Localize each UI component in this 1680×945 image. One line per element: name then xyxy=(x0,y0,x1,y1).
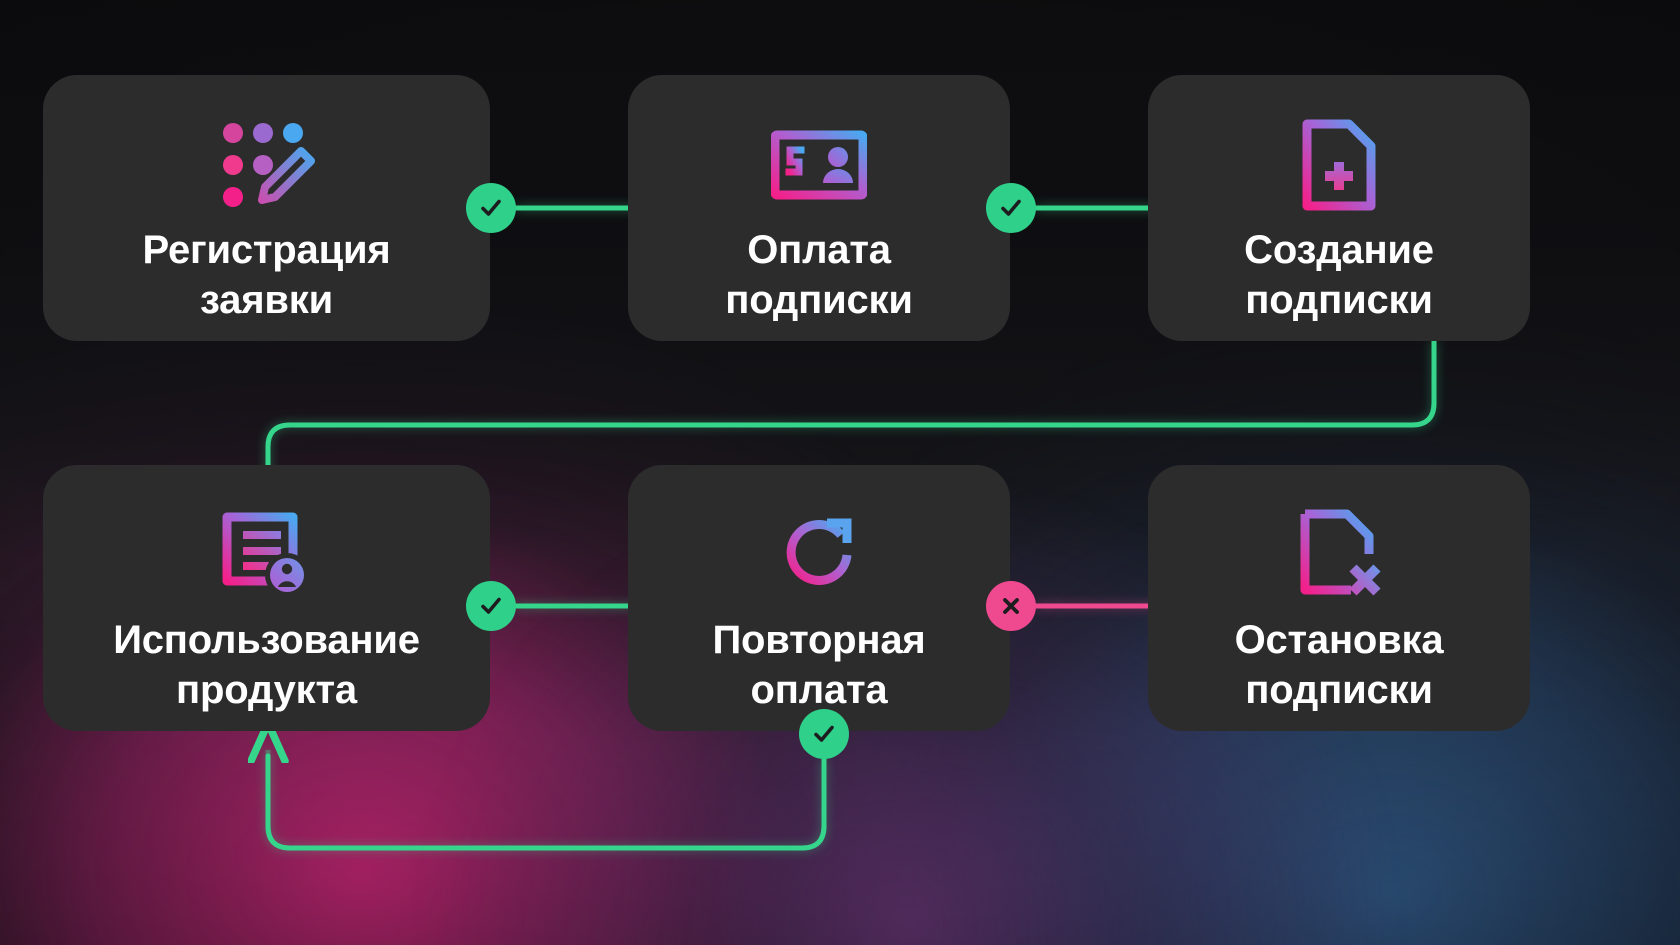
check-icon xyxy=(481,199,501,216)
document-x-icon xyxy=(1287,507,1391,603)
edge-create-to-usage xyxy=(268,338,1437,478)
edge-repeat-to-usage-loop xyxy=(268,756,827,851)
check-icon xyxy=(814,725,834,742)
banknote-person-icon xyxy=(767,117,871,213)
check-icon xyxy=(481,597,501,614)
check-badge-repeat-usage-loop[interactable] xyxy=(799,709,849,759)
check-badge-usage-repeat[interactable] xyxy=(466,581,516,631)
node-subscription-stop[interactable]: Остановка подписки xyxy=(1148,465,1530,731)
node-label: Регистрация заявки xyxy=(142,228,391,323)
document-plus-icon xyxy=(1287,117,1391,213)
node-registration[interactable]: Регистрация заявки xyxy=(43,75,490,341)
close-icon xyxy=(1003,598,1019,614)
node-label: Остановка подписки xyxy=(1234,618,1444,713)
cross-badge-repeat-stop[interactable] xyxy=(986,581,1036,631)
dots-pencil-icon xyxy=(215,117,319,213)
node-label: Использование продукта xyxy=(113,618,420,713)
node-repeat-payment[interactable]: Повторная оплата xyxy=(628,465,1010,731)
document-user-icon xyxy=(215,507,319,603)
check-icon xyxy=(1001,199,1021,216)
node-subscription-create[interactable]: Создание подписки xyxy=(1148,75,1530,341)
node-label: Оплата подписки xyxy=(725,228,913,323)
check-badge-registration-payment[interactable] xyxy=(466,183,516,233)
node-payment[interactable]: Оплата подписки xyxy=(628,75,1010,341)
node-label: Создание подписки xyxy=(1244,228,1434,323)
node-label: Повторная оплата xyxy=(712,618,926,713)
check-badge-payment-create[interactable] xyxy=(986,183,1036,233)
refresh-circle-icon xyxy=(767,507,871,603)
node-product-usage[interactable]: Использование продукта xyxy=(43,465,490,731)
